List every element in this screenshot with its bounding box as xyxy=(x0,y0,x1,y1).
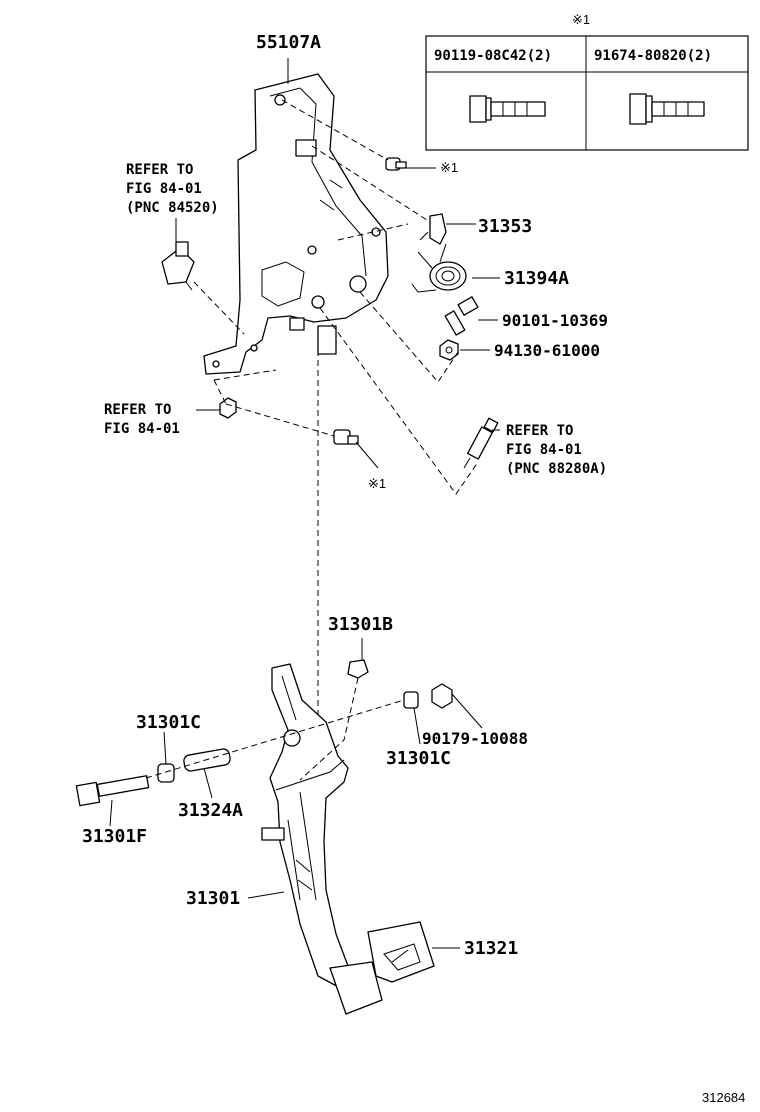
label-ref3-line2: FIG 84-01 xyxy=(506,442,582,458)
nut-icon xyxy=(439,339,459,361)
table-bolt-1-icon xyxy=(469,95,546,123)
label-cushion: 31301B xyxy=(328,614,393,635)
stop-lamp-switch-icon xyxy=(463,417,499,469)
table-mark: ※1 xyxy=(572,12,590,27)
bolt-icon xyxy=(444,296,479,336)
table-col2-label: 91674-80820(2) xyxy=(594,48,712,64)
label-pivot-bolt: 31301F xyxy=(82,826,147,847)
label-mark-top: ※1 xyxy=(440,160,458,175)
label-collar: 31324A xyxy=(178,800,243,821)
label-clip: 31353 xyxy=(478,216,532,237)
label-ref1-line3: (PNC 84520) xyxy=(126,200,219,216)
bushing-right-icon xyxy=(403,691,419,709)
label-bushing-left: 31301C xyxy=(136,712,201,733)
label-ref3-line3: (PNC 88280A) xyxy=(506,461,607,477)
label-mark-bottom: ※1 xyxy=(368,476,386,491)
pedal-arm xyxy=(261,663,383,1015)
assembly-lines-upper xyxy=(193,99,479,760)
label-ref3-line1: REFER TO xyxy=(506,423,573,439)
diagram-id: 312684 xyxy=(702,1090,745,1105)
leader-lines xyxy=(109,58,500,949)
pedal-bracket xyxy=(203,73,389,375)
pivot-bolt-icon xyxy=(75,775,150,807)
bushing-left-icon xyxy=(157,763,175,783)
label-ref2-line2: FIG 84-01 xyxy=(104,421,180,437)
refer-nut-icon xyxy=(219,397,237,419)
label-nut-right: 90179-10088 xyxy=(422,729,528,748)
table-bolt-2-icon xyxy=(629,93,705,125)
return-spring-icon xyxy=(411,243,467,293)
label-ref2-line1: REFER TO xyxy=(104,402,171,418)
clip-icon xyxy=(419,213,447,245)
label-pedal-pad: 31321 xyxy=(464,938,518,959)
label-ref1-line1: REFER TO xyxy=(126,162,193,178)
label-bracket: 55107A xyxy=(256,32,321,53)
label-nut: 94130-61000 xyxy=(494,341,600,360)
assembly-lines-lower xyxy=(145,677,405,781)
mark-bolt-bottom-icon xyxy=(333,429,359,445)
label-bolt: 90101-10369 xyxy=(502,311,608,330)
label-spring: 31394A xyxy=(504,268,569,289)
pedal-sensor-icon xyxy=(161,241,195,291)
bolt-table: ※1 90119-08C42(2) 91674-80820(2) xyxy=(425,12,749,151)
label-bushing-right: 31301C xyxy=(386,748,451,769)
mark-bolt-top-icon xyxy=(385,157,407,171)
cushion-icon xyxy=(347,659,369,679)
table-col1-label: 90119-08C42(2) xyxy=(434,48,552,64)
nut-right-icon xyxy=(431,683,453,709)
label-ref1-line2: FIG 84-01 xyxy=(126,181,202,197)
pedal-pad-icon xyxy=(367,921,435,983)
label-pedal: 31301 xyxy=(186,888,240,909)
